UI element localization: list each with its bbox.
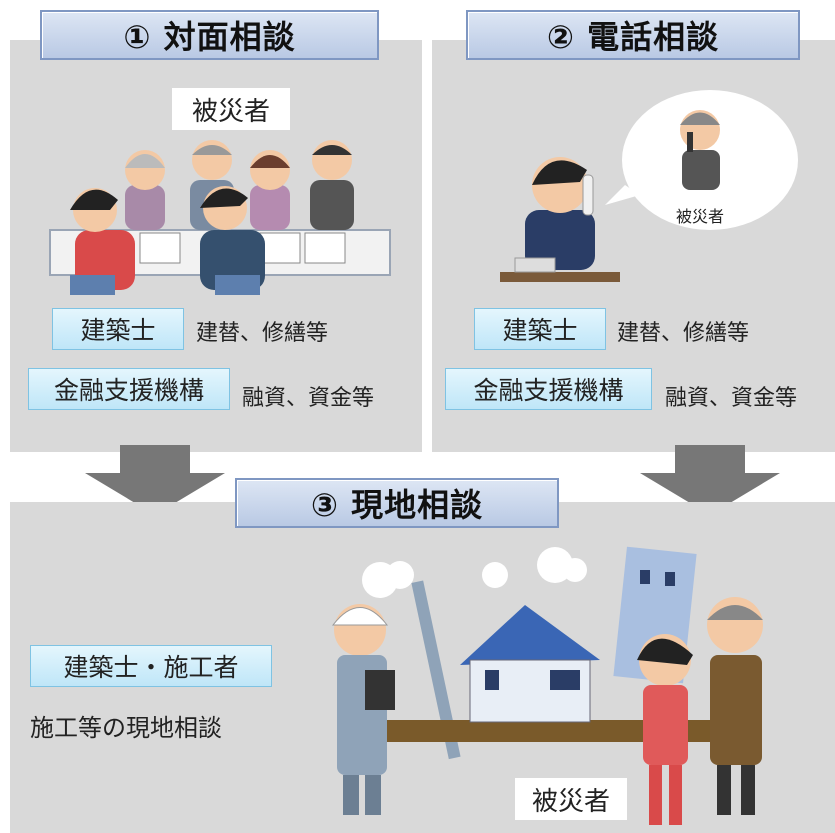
panel2-desc-finance: 融資、資金等 (665, 386, 798, 411)
panel3-victims-label: 被災者 (515, 778, 627, 820)
panel1-victims-label: 被災者 (172, 88, 290, 130)
panel1-tag-finance: 金融支援機構 (28, 368, 230, 410)
panel3-tag-builder: 建築士・施工者 (30, 645, 272, 687)
site-inspection-illustration (331, 546, 763, 825)
panel1-desc-architect: 建替、修繕等 (196, 321, 329, 346)
panel2-tag-architect: 建築士 (474, 308, 606, 350)
down-arrow-icon (85, 445, 225, 515)
face-to-face-meeting-illustration (49, 140, 391, 295)
panel1-tag-architect: 建築士 (52, 308, 184, 350)
panel1-desc-finance: 融資、資金等 (242, 386, 375, 411)
phone-operator-illustration (500, 90, 798, 282)
panel3-desc: 施工等の現地相談 (30, 714, 222, 742)
panel1-title: ① 対面相談 (40, 10, 379, 60)
panel2-victims-label: 被災者 (676, 207, 725, 226)
panel2-title: ② 電話相談 (466, 10, 800, 60)
down-arrow-icon (640, 445, 780, 515)
panel2-tag-finance: 金融支援機構 (445, 368, 652, 410)
panel3-title: ③ 現地相談 (235, 478, 559, 528)
panel2-desc-architect: 建替、修繕等 (617, 321, 750, 346)
